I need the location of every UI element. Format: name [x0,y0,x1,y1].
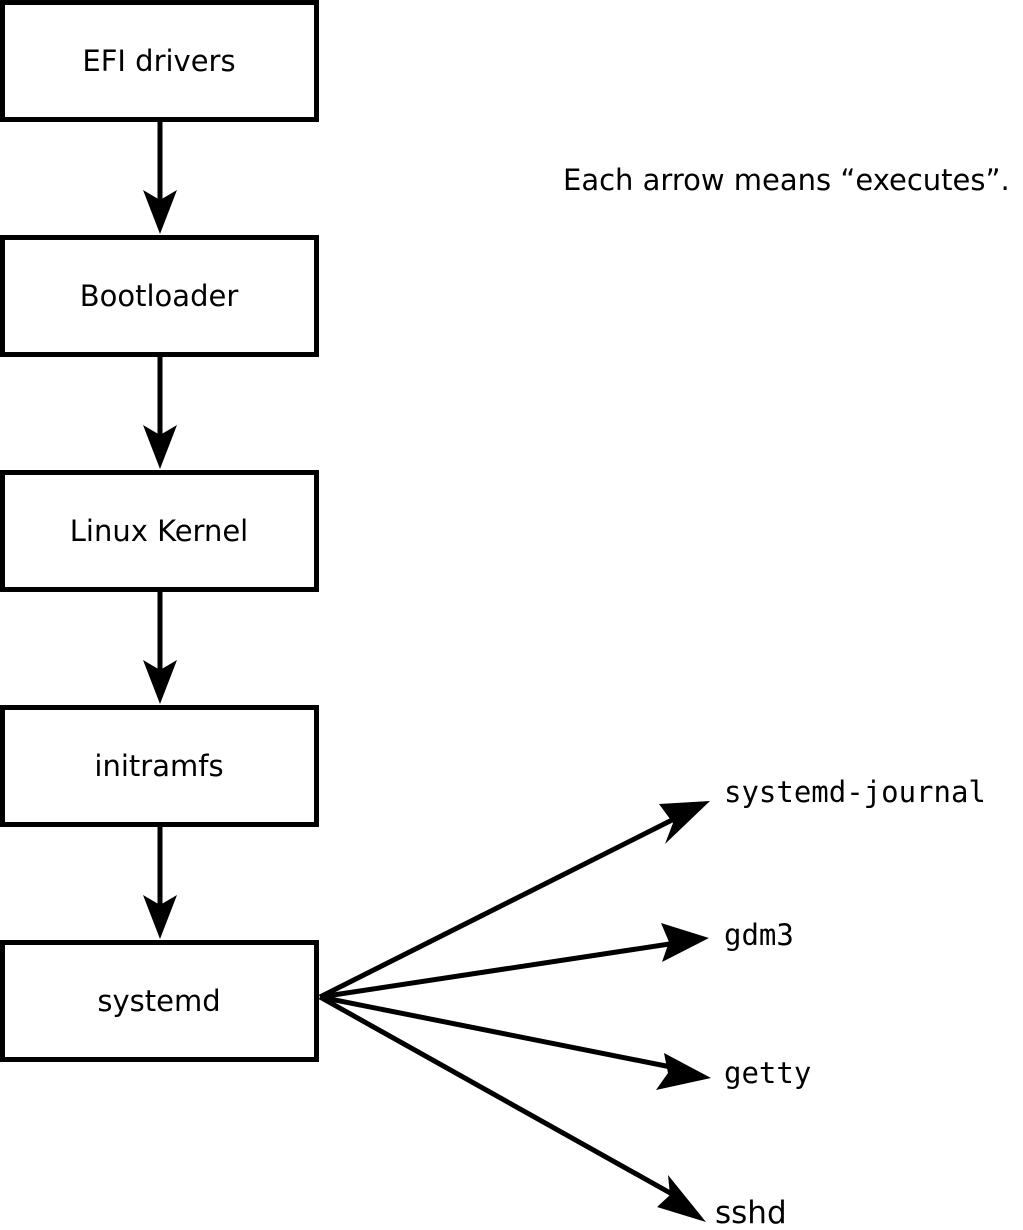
node-box [0,705,319,827]
node-efi-drivers[interactable]: EFI drivers [0,0,319,122]
arrow-bootloader-to-kernel [143,355,177,469]
arrow-head-icon [661,923,709,962]
node-label: initramfs [94,749,223,783]
node-box [0,940,319,1062]
arrow-head-icon [143,660,177,704]
node-box [0,235,319,357]
node-systemd[interactable]: systemd [0,940,319,1062]
service-label-sshd: sshd [715,1195,787,1230]
arrow-systemd-to-systemd-journal [318,801,710,1000]
arrow-head-icon [143,190,177,234]
node-label: Linux Kernel [70,514,248,548]
arrow-efi-to-bootloader [143,120,177,234]
node-box [0,470,319,592]
node-label: systemd [97,984,220,1018]
service-label-gdm3: gdm3 [724,918,794,952]
arrow-head-icon [657,1175,706,1222]
node-box [0,0,319,122]
node-bootloader[interactable]: Bootloader [0,235,319,357]
node-initramfs[interactable]: initramfs [0,705,319,827]
service-label-getty: getty [724,1056,811,1090]
arrow-head-icon [143,895,177,939]
arrow-initramfs-to-systemd [143,825,177,939]
node-label: Bootloader [80,279,239,313]
arrow-systemd-to-sshd [318,994,706,1222]
arrow-systemd-to-gdm3 [319,923,709,1000]
arrow-head-icon [143,425,177,469]
arrow-kernel-to-initramfs [143,590,177,704]
arrow-head-icon [659,801,710,844]
service-label-systemd-journal: systemd-journal [724,775,986,809]
node-linux-kernel[interactable]: Linux Kernel [0,470,319,592]
node-label: EFI drivers [82,44,235,78]
arrow-head-icon [656,1053,711,1090]
arrow-systemd-to-getty [319,994,711,1090]
diagram-caption: Each arrow means “executes”. [563,163,1010,197]
